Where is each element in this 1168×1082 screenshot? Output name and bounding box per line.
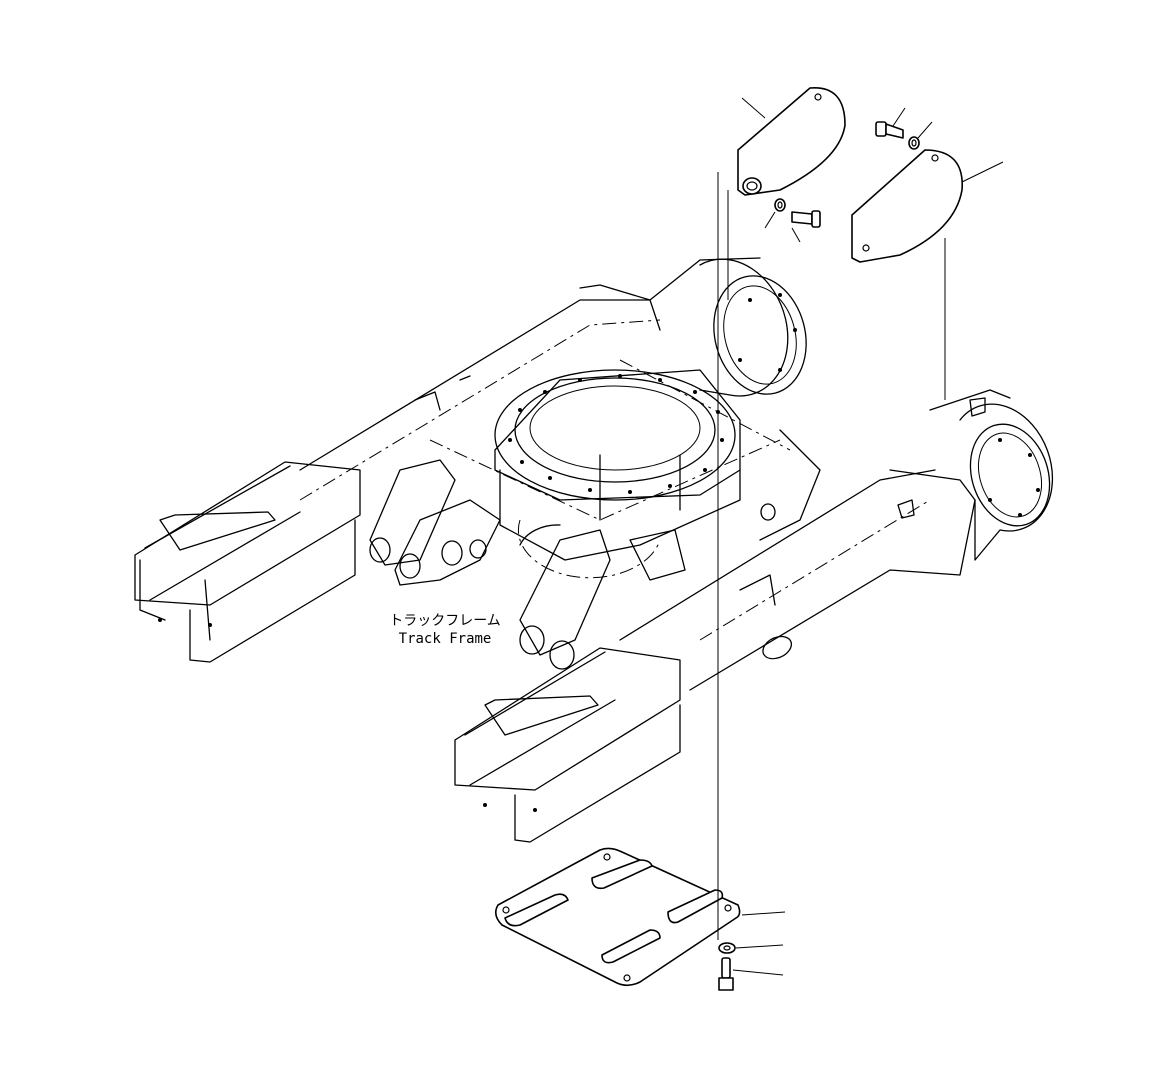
left-cover-plate — [737, 87, 846, 196]
bolt — [791, 210, 821, 243]
bolt-bottom — [718, 957, 784, 991]
right-cover-plate — [851, 149, 1004, 263]
bolt-right — [875, 107, 906, 139]
track-frame — [134, 257, 1054, 843]
label-japanese: トラックフレーム — [389, 613, 501, 629]
washer — [764, 198, 786, 229]
washer-bottom — [718, 942, 784, 954]
bottom-under-cover — [494, 847, 786, 987]
washer-right — [908, 121, 933, 150]
track-frame-label: トラックフレーム Track Frame — [380, 612, 510, 648]
label-english: Track Frame — [398, 631, 492, 647]
